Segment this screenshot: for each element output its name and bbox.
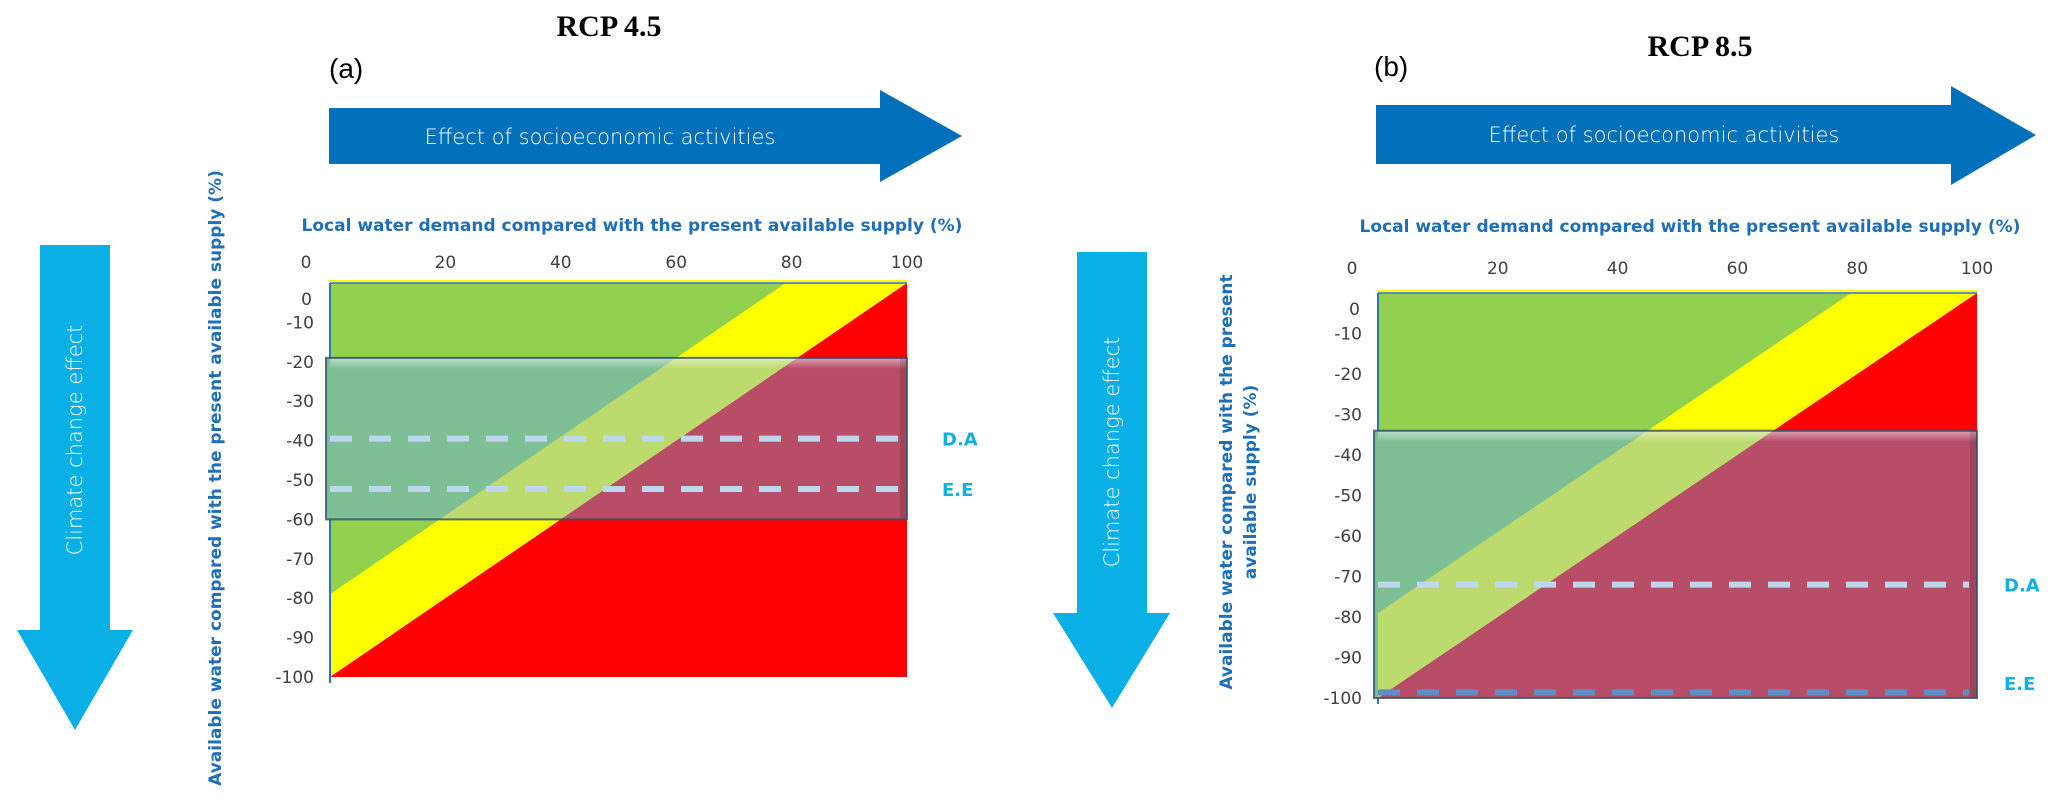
y-tick-label: -10: [286, 313, 314, 333]
overlay-bevel: [1378, 431, 1977, 442]
x-axis-title: Local water demand compared with the pre…: [302, 216, 963, 236]
y-tick-label: -60: [286, 510, 314, 530]
panel-a-label: (a): [329, 53, 363, 84]
y-tick-label: -60: [1334, 527, 1362, 547]
y-tick-label: -90: [1334, 649, 1362, 669]
line-label-da: D.A: [942, 430, 978, 451]
panel-b-label: (b): [1374, 51, 1408, 82]
x-tick-label: 80: [781, 253, 803, 273]
projected-range-border: [325, 356, 908, 521]
x-tick-label: 100: [1961, 259, 1993, 279]
y-tick-label: -40: [1334, 446, 1362, 466]
overlay-left-edge: [326, 357, 330, 520]
socioeconomic-arrow-label: Effect of socioeconomic activities: [1489, 123, 1840, 147]
climate-change-arrow-label: Climate change effect: [1100, 337, 1124, 568]
panel-a-title: RCP 4.5: [557, 10, 662, 43]
y-ticks: 0 -10 -20 -30 -40 -50 -60 -70 -80 -90 -100: [1323, 300, 1362, 709]
x-axis-title: Local water demand compared with the pre…: [1360, 217, 2021, 237]
line-label-da: D.A: [2004, 576, 2040, 597]
y-tick-label: -50: [1334, 487, 1362, 507]
y-tick-label: 0: [301, 290, 312, 310]
x-tick-label: 100: [891, 253, 923, 273]
y-tick-label: -80: [286, 589, 314, 609]
y-tick-label: -10: [1334, 325, 1362, 345]
x-tick-label: 60: [665, 253, 687, 273]
y-tick-label: -50: [286, 471, 314, 491]
socioeconomic-arrow-icon: [329, 90, 962, 182]
zone-green-overlay: [1378, 430, 1648, 613]
overlay-bevel: [330, 358, 907, 369]
x-tick-label: 80: [1846, 259, 1868, 279]
x-tick-label: 0: [301, 253, 312, 273]
y-tick-label: -80: [1334, 608, 1362, 628]
x-ticks: 0 20 40 60 80 100: [301, 253, 924, 273]
y-ticks: 0 -10 -20 -30 -40 -50 -60 -70 -80 -90 -100: [275, 290, 314, 688]
x-tick-label: 60: [1727, 259, 1749, 279]
y-tick-label: -90: [286, 629, 314, 649]
y-tick-label: -70: [1334, 568, 1362, 588]
y-tick-label: -40: [286, 432, 314, 452]
y-tick-label: 0: [1349, 300, 1360, 320]
panel-a: RCP 4.5 (a) Effect of socioeconomic acti…: [17, 10, 978, 786]
x-tick-label: 0: [1347, 259, 1358, 279]
y-tick-label: -30: [286, 392, 314, 412]
y-tick-label: -30: [1334, 406, 1362, 426]
panel-b-title: RCP 8.5: [1648, 30, 1753, 63]
socioeconomic-arrow-icon: [1376, 86, 2036, 185]
x-tick-label: 40: [550, 253, 572, 273]
y-axis-title-line-1: Available water compared with the presen…: [1217, 274, 1237, 689]
line-label-ee: E.E: [942, 480, 973, 501]
socioeconomic-arrow-label: Effect of socioeconomic activities: [425, 125, 776, 149]
y-tick-label: -70: [286, 550, 314, 570]
x-tick-label: 20: [1487, 259, 1509, 279]
climate-change-arrow-icon: [17, 245, 133, 730]
plot-area: D.A E.E: [1373, 290, 2040, 704]
y-tick-label: -100: [275, 668, 314, 688]
y-tick-label: -100: [1323, 689, 1362, 709]
panel-b: RCP 8.5 (b) Effect of socioeconomic acti…: [1053, 30, 2040, 709]
y-tick-label: -20: [1334, 365, 1362, 385]
y-axis-title-line-2: available supply (%): [1241, 385, 1261, 580]
overlay-right-shade: [1970, 430, 1977, 698]
x-tick-label: 40: [1607, 259, 1629, 279]
overlay-left-edge: [1374, 430, 1378, 698]
plot-area: D.A E.E: [325, 280, 978, 683]
x-tick-label: 20: [435, 253, 457, 273]
climate-change-arrow-label: Climate change effect: [63, 325, 87, 556]
y-axis-title: Available water compared with the presen…: [206, 170, 226, 786]
overlay-right-shade: [900, 357, 907, 520]
line-label-ee: E.E: [2004, 674, 2035, 695]
projected-range-border: [1373, 429, 1978, 699]
projected-range-overlay: [1374, 430, 1977, 698]
x-ticks: 0 20 40 60 80 100: [1347, 259, 1994, 279]
y-tick-label: -20: [286, 353, 314, 373]
climate-change-arrow-icon: [1053, 252, 1170, 708]
